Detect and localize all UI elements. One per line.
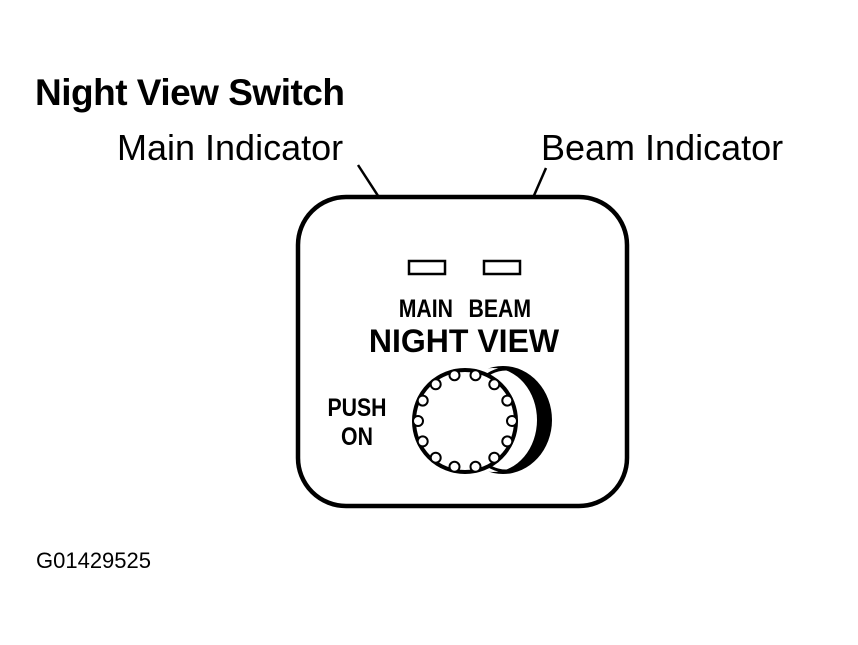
figure-id: G01429525 (36, 548, 151, 573)
knob-grip-notch (416, 435, 429, 448)
main-label: MAIN (399, 294, 453, 322)
knob-grip-notch (488, 451, 501, 464)
knob-face (412, 368, 518, 474)
knob-grip-notch (469, 460, 482, 473)
knob-grip-notch (412, 415, 424, 427)
beam-label: BEAM (469, 294, 532, 322)
knob-grip-notch (448, 460, 461, 473)
knob-grip-notch (501, 435, 514, 448)
main-indicator-lamp (407, 259, 447, 276)
beam-indicator-callout: Beam Indicator (541, 127, 784, 168)
knob-grip-notch (429, 378, 442, 391)
knob-grip-notch (488, 378, 501, 391)
beam-indicator-lamp (482, 259, 522, 276)
main-indicator-callout: Main Indicator (117, 127, 344, 168)
on-label: ON (341, 422, 373, 450)
knob-grip-notch (506, 415, 518, 427)
knob-grip-notch (448, 369, 461, 382)
push-label: PUSH (327, 393, 386, 421)
knob-grip-notch (416, 394, 429, 407)
night-view-label: NIGHT VIEW (369, 323, 560, 359)
knob-grip-notch (429, 451, 442, 464)
push-knob[interactable] (412, 366, 552, 474)
diagram-title: Night View Switch (35, 72, 345, 113)
knob-grip-notch (501, 394, 514, 407)
knob-grip-notches (412, 369, 518, 473)
knob-grip-notch (469, 369, 482, 382)
